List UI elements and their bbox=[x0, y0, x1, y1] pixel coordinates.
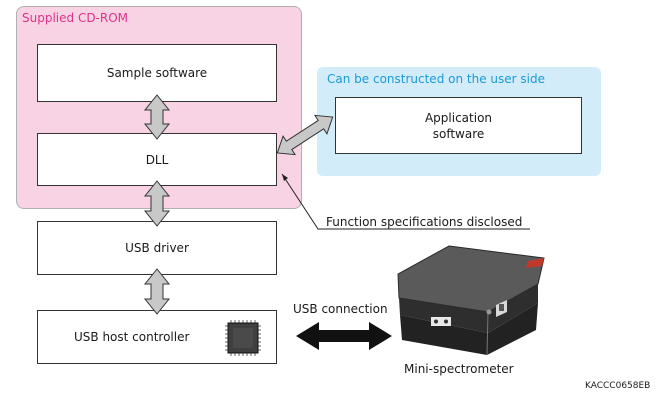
user-side-region-title: Can be constructed on the user side bbox=[327, 72, 545, 86]
dll-box: DLL bbox=[37, 133, 277, 186]
application-software-label-line1: Application bbox=[424, 110, 493, 125]
usb-host-controller-label: USB host controller bbox=[74, 330, 190, 344]
arrow-dll-to-usb-driver bbox=[143, 180, 171, 227]
leader-arrowhead bbox=[282, 174, 288, 181]
arrow-dll-to-application bbox=[276, 114, 334, 156]
sample-software-box: Sample software bbox=[37, 44, 277, 102]
arrow-usb-driver-to-host bbox=[143, 268, 171, 315]
dll-label: DLL bbox=[145, 152, 169, 167]
figure-code: KACCC0658EB bbox=[585, 381, 651, 391]
usb-connection-label: USB connection bbox=[293, 302, 388, 316]
cd-rom-region-title: Supplied CD-ROM bbox=[22, 11, 129, 25]
usb-driver-label: USB driver bbox=[125, 241, 189, 255]
application-software-label-line2: software bbox=[432, 126, 485, 141]
function-specs-label: Function specifications disclosed bbox=[326, 215, 523, 229]
arrow-usb-connection bbox=[296, 322, 392, 350]
chip-icon bbox=[225, 320, 261, 356]
mini-spectrometer-label: Mini-spectrometer bbox=[404, 362, 514, 376]
mini-spectrometer-device bbox=[397, 245, 545, 356]
sample-software-label: Sample software bbox=[106, 66, 208, 80]
function-specs-leader-line bbox=[281, 173, 530, 230]
arrow-sample-to-dll bbox=[143, 94, 171, 140]
application-software-box: Application software bbox=[335, 97, 582, 154]
